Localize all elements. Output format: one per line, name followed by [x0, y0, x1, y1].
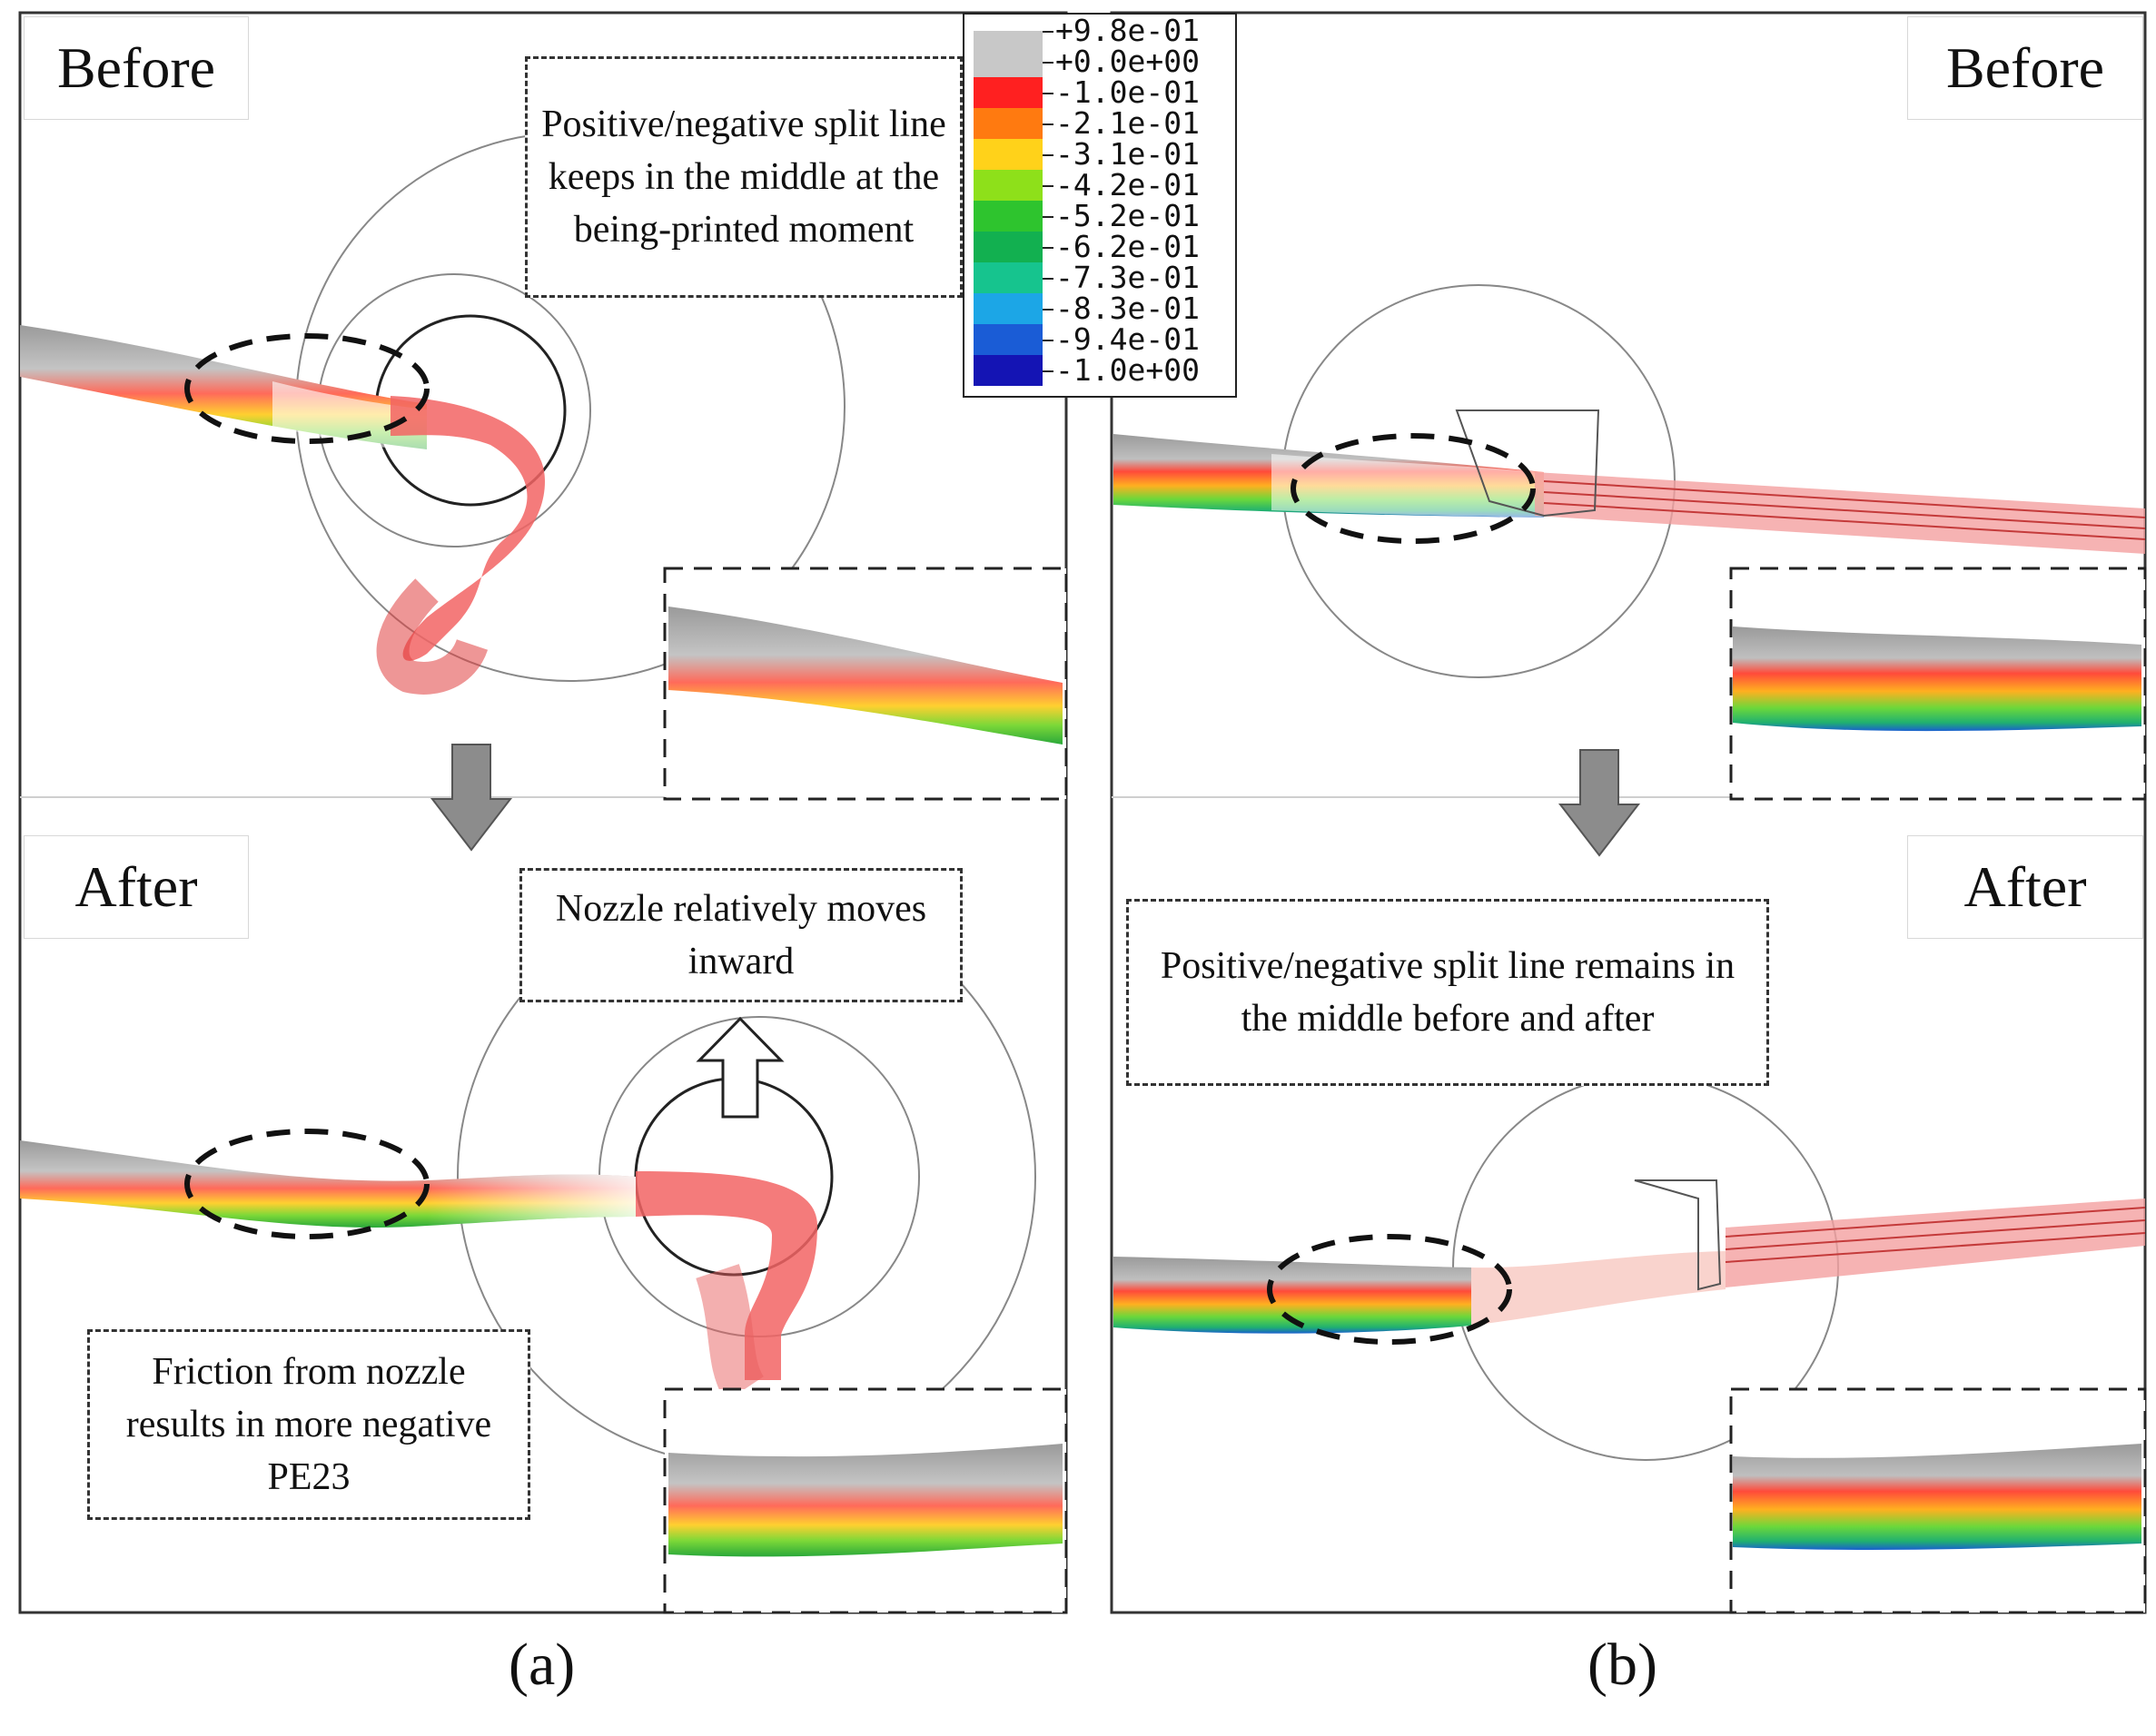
legend-tick: [1043, 185, 1053, 187]
legend-tick: [1043, 31, 1053, 33]
legend-swatch: [974, 170, 1043, 202]
legend-swatch: [974, 139, 1043, 171]
legend-label: -6.2e-01: [1055, 229, 1200, 264]
legend-swatch: [974, 31, 1043, 46]
legend-swatch: [974, 201, 1043, 232]
legend-tick: [1043, 62, 1053, 64]
panel-b-after-label: After: [1907, 835, 2143, 939]
legend-label: -9.4e-01: [1055, 321, 1200, 357]
legend-label: -8.3e-01: [1055, 291, 1200, 326]
legend-label: -2.1e-01: [1055, 105, 1200, 141]
legend-label: -7.3e-01: [1055, 260, 1200, 295]
legend-tick: [1043, 216, 1053, 218]
legend-swatch: [974, 108, 1043, 140]
legend-tick: [1043, 247, 1053, 249]
legend-label: -1.0e-01: [1055, 74, 1200, 110]
legend-tick: [1043, 93, 1053, 94]
legend-tick: [1043, 340, 1053, 341]
note-split-line-remains: Positive/negative split line remains in …: [1126, 899, 1769, 1086]
note-split-line-before: Positive/negative split line keeps in th…: [525, 56, 963, 298]
caption-b: (b): [1587, 1632, 1657, 1698]
note-friction-from-nozzle: Friction from nozzle results in more neg…: [87, 1329, 530, 1520]
legend-swatch: [974, 262, 1043, 294]
legend-label: -5.2e-01: [1055, 198, 1200, 233]
legend-label: -3.1e-01: [1055, 136, 1200, 172]
legend-swatch: [974, 46, 1043, 78]
legend-swatch: [974, 77, 1043, 109]
note-nozzle-moves-inward: Nozzle relatively moves inward: [519, 868, 963, 1002]
legend-tick: [1043, 154, 1053, 156]
legend-swatch: [974, 324, 1043, 356]
panel-b-before-label: Before: [1907, 16, 2143, 120]
legend-label: -1.0e+00: [1055, 352, 1200, 388]
panel-a-before-label: Before: [24, 16, 249, 120]
legend-tick: [1043, 370, 1053, 372]
legend-label: -4.2e-01: [1055, 167, 1200, 202]
legend-tick: [1043, 123, 1053, 125]
legend-swatch: [974, 355, 1043, 387]
legend-label: +9.8e-01: [1055, 13, 1200, 48]
legend-label: +0.0e+00: [1055, 44, 1200, 79]
legend-tick: [1043, 278, 1053, 280]
caption-a: (a): [509, 1632, 576, 1698]
legend-tick: [1043, 309, 1053, 311]
color-legend: +9.8e-01+0.0e+00-1.0e-01-2.1e-01-3.1e-01…: [963, 13, 1237, 398]
panel-a-after-label: After: [24, 835, 249, 939]
legend-swatch: [974, 293, 1043, 325]
legend-swatch: [974, 232, 1043, 263]
